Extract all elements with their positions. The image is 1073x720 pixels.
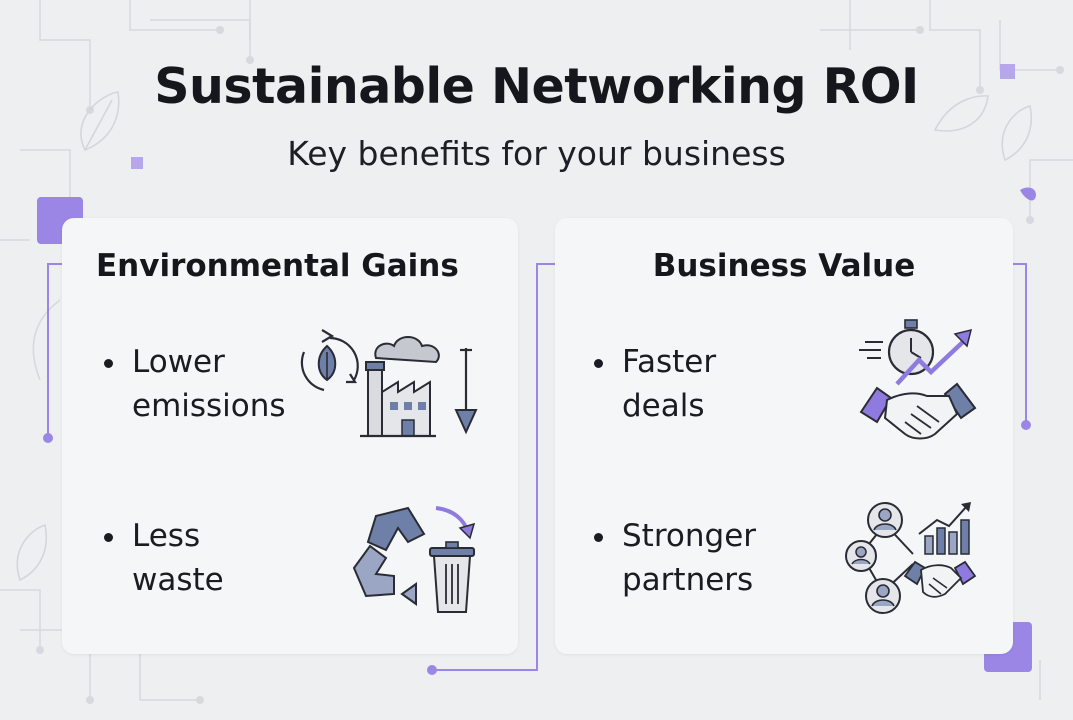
list-item: Lower emissions <box>104 340 362 428</box>
card-title: Environmental Gains <box>96 248 459 284</box>
item-line: partners <box>622 562 754 598</box>
list-item: Faster deals <box>594 340 852 428</box>
bullet-icon <box>594 533 603 542</box>
item-line: emissions <box>132 388 286 424</box>
bullet-icon <box>104 533 113 542</box>
recycle-bin-icon <box>352 506 476 613</box>
item-line: Faster <box>622 344 717 380</box>
item-line: Stronger <box>622 518 757 554</box>
stopwatch-handshake-icon <box>859 319 977 440</box>
list-item: Less waste <box>104 514 362 602</box>
factory-leaf-icon <box>300 329 478 438</box>
bullet-icon <box>104 359 113 368</box>
network-handshake-icon <box>845 502 977 614</box>
item-line: waste <box>132 562 224 598</box>
environmental-gains-card: Environmental Gains Lower emissions Less <box>62 218 518 654</box>
item-line: Less <box>132 518 201 554</box>
item-line: deals <box>622 388 705 424</box>
business-value-card: Business Value Faster deals Stronger par… <box>555 218 1013 654</box>
item-line: Lower <box>132 344 225 380</box>
bullet-icon <box>594 359 603 368</box>
card-title: Business Value <box>652 248 916 284</box>
list-item: Stronger partners <box>594 514 852 602</box>
page-subtitle: Key benefits for your business <box>287 134 786 173</box>
page-title: Sustainable Networking ROI <box>154 58 919 115</box>
